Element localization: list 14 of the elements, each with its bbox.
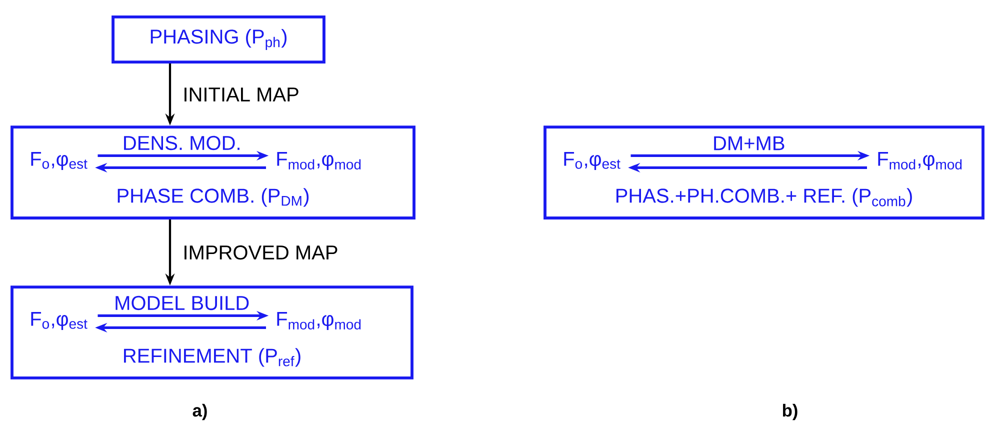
edge-label: INITIAL MAP [184,88,298,102]
symbol-label: F$_{mod}$,φ$_{mod}$ [277,312,361,330]
panel-label: b) [782,404,798,420]
edge-label: DENS. MOD. [124,136,240,150]
symbol-label: F$_{o}$,φ$_{est}$ [564,152,620,170]
symbol-label: F$_{o}$,φ$_{est}$ [31,152,88,170]
edge-label: IMPROVED MAP [184,245,338,260]
symbol-label: F$_{mod}$,φ$_{mod}$ [878,152,962,170]
process-box: PHASING (P$_{ph}$) [112,16,326,64]
symbol-label: F$_{o}$,φ$_{est}$ [31,312,88,330]
panel-label: a) [192,404,207,420]
symbol-label: F$_{mod}$,φ$_{mod}$ [277,152,361,170]
edge-label: DM+MB [714,136,784,150]
edge-label: MODEL BUILD [116,296,249,310]
